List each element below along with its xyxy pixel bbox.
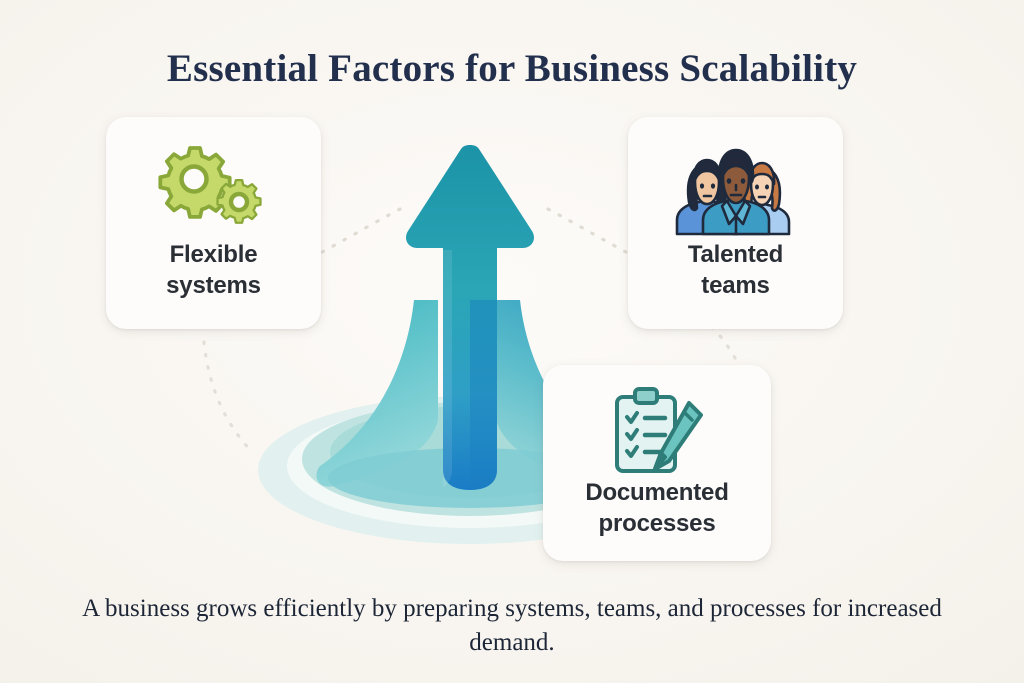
page-title: Essential Factors for Business Scalabili… — [166, 47, 858, 90]
card-flexible-systems-label-line2: systems — [166, 272, 261, 299]
card-documented-processes[interactable]: Documented processes — [543, 365, 771, 561]
clipboard-clip — [633, 387, 659, 405]
gear-large-hole — [178, 164, 209, 194]
pen-cap-line — [682, 410, 694, 422]
card-flexible-systems-label-line1: Flexible — [169, 241, 258, 268]
card-flexible-systems[interactable]: Flexible systems — [106, 117, 321, 329]
person-center-hairline — [720, 153, 751, 180]
person-center-collar-l — [720, 199, 737, 226]
gears-icon — [155, 143, 273, 239]
person-center-eye-l — [726, 178, 731, 184]
clipboard-checklist-pen-icon — [605, 387, 709, 475]
connector-flexible-to-base — [202, 340, 254, 454]
person-center-eye-r — [740, 178, 745, 184]
arrow-base-flare-left — [316, 300, 438, 487]
card-documented-processes-label-line1: Documented — [585, 479, 729, 506]
people-team-icon — [667, 143, 805, 239]
page-caption: A business grows efficiently by preparin… — [82, 595, 942, 656]
person-center-collar-r — [734, 199, 751, 226]
connector-talented-to-arrow — [540, 204, 628, 254]
person-left-eye-l — [699, 183, 704, 189]
arrow-highlight — [443, 250, 452, 487]
card-talented-teams[interactable]: Talented teams — [628, 117, 843, 329]
arrow-shaft-and-head — [406, 145, 534, 490]
connector-flexible-to-arrow — [320, 204, 408, 254]
card-documented-processes-label-line2: processes — [598, 510, 716, 537]
person-right-hair-front — [748, 161, 775, 186]
gear-small-hole — [228, 191, 249, 213]
card-talented-teams-label-line1: Talented — [687, 241, 784, 268]
person-right-eye-r — [764, 184, 769, 190]
arrow-inner-shadow — [470, 300, 497, 490]
card-talented-teams-label: Talented teams — [687, 239, 784, 301]
card-talented-teams-label-line2: teams — [701, 272, 770, 299]
person-left-eye-r — [710, 183, 715, 189]
card-documented-processes-label: Documented processes — [585, 477, 729, 539]
person-right-eye-l — [754, 184, 759, 190]
card-flexible-systems-label: Flexible systems — [166, 239, 261, 301]
